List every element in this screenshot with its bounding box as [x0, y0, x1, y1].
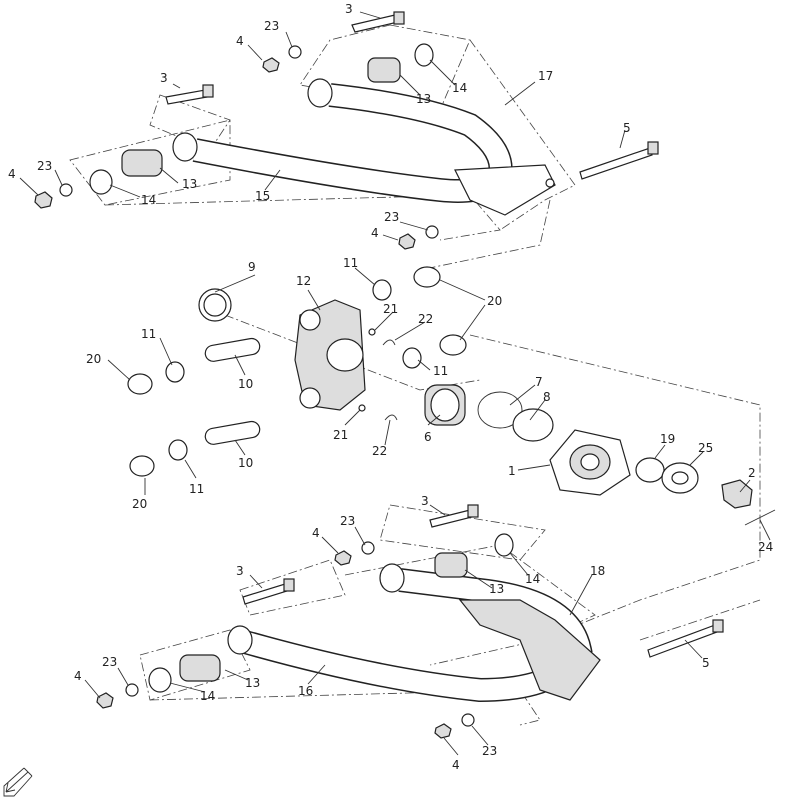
callout-2: 2 [748, 466, 756, 480]
callout-23: 23 [102, 655, 117, 669]
callout-10: 10 [238, 377, 253, 391]
callout-21: 21 [383, 302, 398, 316]
callout-14: 14 [452, 81, 467, 95]
callout-13: 13 [489, 582, 504, 596]
callout-3: 3 [160, 71, 168, 85]
upper-a-arm [172, 78, 556, 216]
callout-20: 20 [487, 294, 502, 308]
callout-3: 3 [421, 494, 429, 508]
callout-13: 13 [182, 177, 197, 191]
callout-20: 20 [86, 352, 101, 366]
callouts: 3 23 4 17 3 13 14 5 23 4 13 14 15 23 4 9… [8, 2, 773, 772]
callout-18: 18 [590, 564, 605, 578]
callout-9: 9 [248, 260, 256, 274]
wheel-hub [549, 429, 776, 526]
lower-hardware [96, 504, 724, 739]
callout-25: 25 [698, 441, 713, 455]
callout-20: 20 [132, 497, 147, 511]
callout-5: 5 [702, 656, 710, 670]
callout-6: 6 [424, 430, 432, 444]
callout-11: 11 [343, 256, 358, 270]
callout-11: 11 [433, 364, 448, 378]
callout-4: 4 [452, 758, 460, 772]
callout-23: 23 [482, 744, 497, 758]
callout-21: 21 [333, 428, 348, 442]
knuckle [127, 266, 554, 477]
callout-24: 24 [758, 540, 773, 554]
callout-4: 4 [74, 669, 82, 683]
callout-4: 4 [371, 226, 379, 240]
callout-15: 15 [255, 189, 270, 203]
front-direction-arrow-icon [3, 767, 33, 797]
callout-13: 13 [416, 92, 431, 106]
callout-8: 8 [543, 390, 551, 404]
callout-4: 4 [312, 526, 320, 540]
callout-23: 23 [384, 210, 399, 224]
callout-14: 14 [141, 193, 156, 207]
lower-a-arm [227, 563, 601, 703]
callout-23: 23 [340, 514, 355, 528]
callout-10: 10 [238, 456, 253, 470]
callout-22: 22 [372, 444, 387, 458]
callout-23: 23 [264, 19, 279, 33]
callout-4: 4 [236, 34, 244, 48]
callout-16: 16 [298, 684, 313, 698]
callout-4: 4 [8, 167, 16, 181]
leader-lines [19, 11, 771, 756]
callout-13: 13 [245, 676, 260, 690]
callout-22: 22 [418, 312, 433, 326]
callout-11: 11 [141, 327, 156, 341]
callout-11: 11 [189, 482, 204, 496]
callout-5: 5 [623, 121, 631, 135]
callout-3: 3 [345, 2, 353, 16]
callout-23: 23 [37, 159, 52, 173]
callout-14: 14 [525, 572, 540, 586]
upper-hardware [34, 11, 659, 250]
callout-17: 17 [538, 69, 553, 83]
callout-1: 1 [508, 464, 516, 478]
callout-7: 7 [535, 375, 543, 389]
callout-3: 3 [236, 564, 244, 578]
callout-12: 12 [296, 274, 311, 288]
callout-19: 19 [660, 432, 675, 446]
callout-14: 14 [200, 689, 215, 703]
